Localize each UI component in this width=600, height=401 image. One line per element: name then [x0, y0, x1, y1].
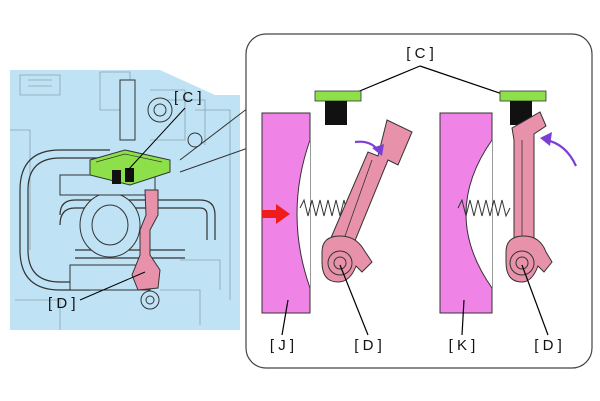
pivot-k-inner [515, 256, 529, 270]
leader-d-left [339, 264, 369, 336]
frame-pipes [19, 149, 216, 291]
state-k: [ K ] [ D ] [439, 90, 578, 354]
label-c-detail: [ C ] [406, 45, 434, 62]
sensor-black-j [325, 101, 347, 125]
label-d-overview: [ D ] [48, 295, 76, 312]
label-j: [ J ] [270, 337, 294, 354]
pivot-j-inner [333, 256, 347, 270]
leader-d-right [521, 264, 549, 336]
leader-c-overview [127, 107, 186, 171]
sensor-green-j [314, 90, 362, 102]
spring-k [457, 198, 511, 218]
label-k: [ K ] [449, 337, 476, 354]
flag-lever-k [511, 111, 547, 251]
callout-line-bottom [179, 147, 249, 173]
callout-line-top [179, 107, 249, 161]
plate-j-dome [296, 139, 311, 289]
sensor-green-k [499, 90, 547, 102]
state-j: [ J ] [ D ] [261, 90, 413, 354]
leader-j [281, 299, 289, 336]
label-d-right: [ D ] [534, 337, 562, 354]
sensor-black-k [510, 101, 532, 125]
leader-d-overview [79, 271, 146, 301]
overview-illustration: [ C ] [ D ] [10, 70, 240, 330]
spring-j [299, 198, 353, 218]
red-arrow [262, 204, 290, 224]
label-c-overview: [ C ] [174, 89, 202, 106]
central-mechanism [59, 79, 203, 310]
pink-flag-overview [131, 189, 161, 291]
leader-k [461, 299, 465, 336]
label-d-left: [ D ] [354, 337, 382, 354]
